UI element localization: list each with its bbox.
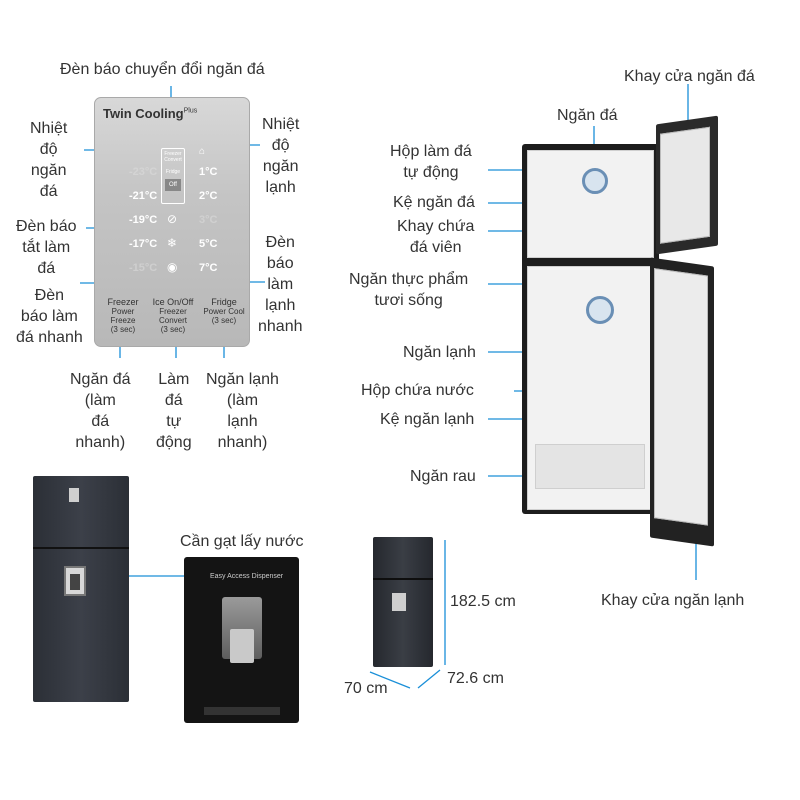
label-ice-tray: Khay chứa đá viên: [397, 218, 475, 256]
water-dispenser: [64, 566, 86, 596]
fridge-door: [650, 257, 714, 547]
dispenser-closeup-image: Easy Access Dispenser: [184, 557, 299, 723]
drip-tray: [204, 707, 280, 715]
label-freezer-convert-indicator: Đèn báo chuyển đổi ngăn đá: [60, 61, 265, 78]
freezer-temp-1: -23°C: [129, 166, 158, 178]
ice-off-icon: ⊘: [167, 212, 178, 226]
fan-icon: [586, 296, 614, 324]
label-power-freeze-indicator: Đèn báo làm đá nhanh: [16, 287, 83, 346]
fridge-temp-3: 3°C: [199, 214, 218, 226]
label-fridge-temp: Nhiệt độ ngăn lạnh: [262, 116, 300, 196]
label-water-lever: Cần gạt lấy nước: [180, 533, 304, 550]
label-fridge-door-tray: Khay cửa ngăn lạnh: [601, 592, 745, 609]
label-depth: 72.6 cm: [447, 670, 504, 687]
label-freezer-temp: Nhiệt độ ngăn đá: [30, 120, 68, 200]
label-freezer-shelf: Kệ ngăn đá: [393, 194, 475, 211]
label-fridge-shelf: Kệ ngăn lạnh: [380, 411, 475, 428]
fridge-temp-5: 7°C: [199, 262, 218, 274]
fan-icon: [582, 168, 608, 194]
brand-logo: Twin CoolingPlus: [103, 106, 198, 121]
freezer-temp-2: -21°C: [129, 190, 158, 202]
label-water-tank: Hộp chứa nước: [361, 382, 474, 399]
label-power-cool-indicator: Đèn báo làm lạnh nhanh: [258, 234, 303, 335]
fridge-temp-2: 2°C: [199, 190, 218, 202]
fridge-temp-1: 1°C: [199, 166, 218, 178]
label-freezer: Ngăn đá: [557, 107, 618, 124]
label-fridge: Ngăn lạnh: [403, 344, 476, 361]
label-freezer-power-freeze: Ngăn đá (làm đá nhanh): [70, 371, 131, 451]
label-fridge-power-cool: Ngăn lạnh (làm lạnh nhanh): [206, 371, 279, 451]
power-cool-icon: ◉: [167, 260, 178, 274]
label-ice-maker: Hộp làm đá tự động: [390, 143, 472, 181]
freezer-temp-4: -17°C: [129, 238, 158, 250]
dispenser-label: Easy Access Dispenser: [210, 573, 284, 580]
vegetable-drawer: [535, 444, 645, 489]
label-ice-off-indicator: Đèn báo tắt làm đá: [16, 218, 77, 277]
freezer-compartment: [527, 150, 654, 258]
freezer-temp-5: -15°C: [129, 262, 158, 274]
label-height: 182.5 cm: [450, 593, 516, 610]
freezer-door: [656, 115, 718, 255]
label-width: 70 cm: [344, 680, 388, 697]
water-lever-handle: [230, 629, 254, 663]
display-icon: [69, 488, 79, 502]
open-fridge-image: [522, 144, 659, 514]
label-vegetable-drawer: Ngăn rau: [410, 468, 476, 485]
control-panel: Twin CoolingPlus -23°C -21°C -19°C -17°C…: [94, 97, 250, 347]
mode-indicator: Freezer Convert Fridge Off: [161, 148, 185, 204]
power-freeze-icon: ❄: [167, 236, 178, 250]
freezer-temp-3: -19°C: [129, 214, 158, 226]
label-auto-ice: Làm đá tự động: [156, 371, 192, 451]
fridge-icon: ⌂: [199, 146, 206, 157]
closed-fridge-image: [33, 476, 129, 702]
label-freezer-door-tray: Khay cửa ngăn đá: [624, 68, 755, 85]
label-fresh-food: Ngăn thực phẩm tươi sống: [349, 271, 469, 309]
dimension-fridge-image: [373, 537, 433, 667]
fridge-temp-4: 5°C: [199, 238, 218, 250]
